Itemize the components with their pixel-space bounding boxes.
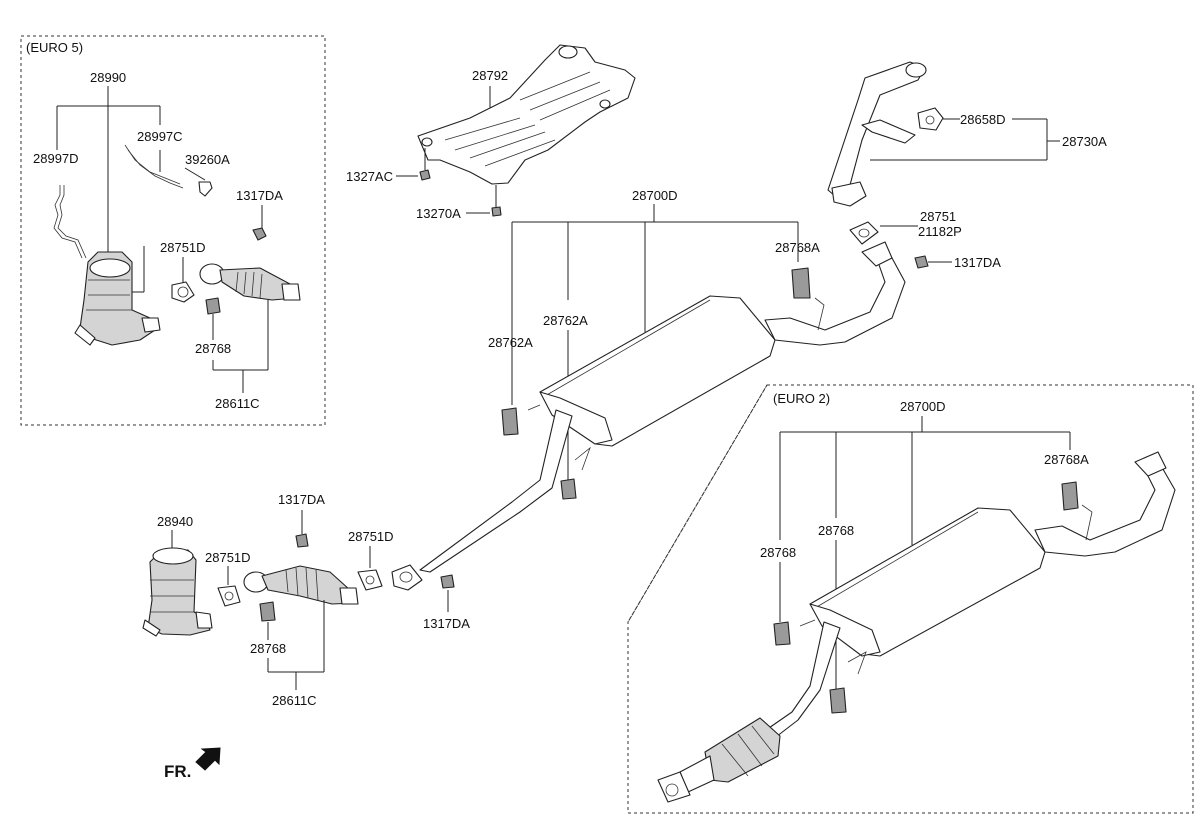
bracket-28611C-front	[267, 600, 325, 690]
part-label-13270A: 13270A	[416, 206, 461, 221]
gasket-28751D-front	[217, 585, 241, 607]
part-label-28751D-mid: 28751D	[348, 529, 394, 544]
front-direction-label: FR.	[164, 762, 191, 781]
part-label-28762A-left: 28762A	[488, 335, 533, 350]
part-label-21182P: 21182P	[918, 224, 962, 239]
part-label-28768: 28768	[195, 341, 231, 356]
part-label-28611C: 28611C	[215, 396, 260, 411]
part-label-28762A-upper: 28762A	[543, 313, 588, 328]
part-label-28997C: 28997C	[137, 129, 183, 144]
part-label-28700D: 28700D	[632, 188, 678, 203]
catalytic-converter-euro2	[704, 717, 781, 783]
part-label-28997D: 28997D	[33, 151, 79, 166]
part-label-1317DA: 1317DA	[236, 188, 283, 203]
main-muffler-assembly: 28700D 28768A 28762A 28762A 1317DA	[391, 188, 906, 631]
hanger-28768A	[791, 267, 811, 299]
hanger-28762A-right	[560, 478, 577, 500]
euro5-title: (EURO 5)	[26, 40, 83, 55]
part-label-28658D: 28658D	[960, 112, 1006, 127]
hanger-28768-euro2-left	[773, 621, 791, 646]
hanger-28762A-left	[501, 407, 519, 436]
bolt-1327AC	[419, 169, 431, 181]
euro5-inset: (EURO 5) 28990 28997D 28997C 39260A 1317…	[20, 35, 326, 426]
gasket-28751D-mid	[357, 569, 383, 591]
part-label-28611C-front: 28611C	[272, 693, 317, 708]
oxygen-sensor-wire-rear	[124, 144, 181, 185]
nut-1317DA-euro5	[252, 227, 267, 241]
part-label-28768-front: 28768	[250, 641, 286, 656]
euro2-title: (EURO 2)	[773, 391, 830, 406]
part-label-28768A: 28768A	[775, 240, 820, 255]
part-label-39260A: 39260A	[185, 152, 230, 167]
part-label-1317DA-bottom: 1317DA	[423, 616, 470, 631]
sensor-39260A-shape	[198, 181, 213, 197]
front-direction-indicator: FR.	[164, 747, 221, 781]
bracket-28611C-euro5	[212, 300, 269, 393]
part-label-28792: 28792	[472, 68, 508, 83]
part-label-28940: 28940	[157, 514, 193, 529]
catalytic-converter-28940	[142, 547, 213, 637]
flex-pipe-28611C	[243, 565, 359, 605]
part-label-28700D-euro2: 28700D	[900, 399, 946, 414]
nut-1317DA-tailpipe	[914, 255, 929, 269]
hanger-28768-euro5	[205, 297, 221, 315]
part-label-28768-euro2-left: 28768	[760, 545, 796, 560]
gasket-28751D-euro5	[171, 281, 195, 303]
hanger-28658D	[917, 107, 944, 131]
part-label-28751D: 28751D	[160, 240, 206, 255]
part-label-28751D-front: 28751D	[205, 550, 251, 565]
part-label-28768-euro2-upper: 28768	[818, 523, 854, 538]
bolt-13270A	[491, 206, 502, 217]
hanger-28768-front	[259, 601, 276, 622]
part-label-28768A-euro2: 28768A	[1044, 452, 1089, 467]
part-label-1327AC: 1327AC	[346, 169, 393, 184]
euro2-inset: (EURO 2) 28700D 28768A 28768 28768	[627, 384, 1194, 814]
flange-front-pipe	[391, 564, 423, 591]
heat-shield-28792: 28792 1327AC 13270A	[346, 44, 636, 221]
catalytic-converter-euro5	[74, 251, 161, 346]
front-arrow-icon	[195, 747, 221, 771]
hanger-28768-euro2-right	[829, 687, 847, 714]
tail-pipe-assembly: 28658D 28730A 28751 21182P 1317DA	[827, 61, 1107, 270]
part-label-28990: 28990	[90, 70, 126, 85]
euro2-box-border	[627, 384, 1194, 814]
part-label-1317DA-top: 1317DA	[278, 492, 325, 507]
part-label-28751: 28751	[920, 209, 956, 224]
hanger-28768A-euro2	[1061, 481, 1079, 511]
flex-pipe-28611C-euro5	[199, 263, 301, 301]
bracket-28990	[56, 86, 161, 255]
nut-1317DA-front	[295, 533, 309, 548]
nut-1317DA-bottom	[440, 574, 455, 589]
part-label-1317DA-tailpipe: 1317DA	[954, 255, 1001, 270]
front-catalyst-assembly: 28940 28751D 1317DA 28751D 28768	[142, 492, 394, 708]
part-label-28730A: 28730A	[1062, 134, 1107, 149]
gasket-28751	[849, 221, 879, 245]
oxygen-sensor-wire-front	[53, 185, 83, 259]
euro5-box-border	[20, 35, 326, 426]
